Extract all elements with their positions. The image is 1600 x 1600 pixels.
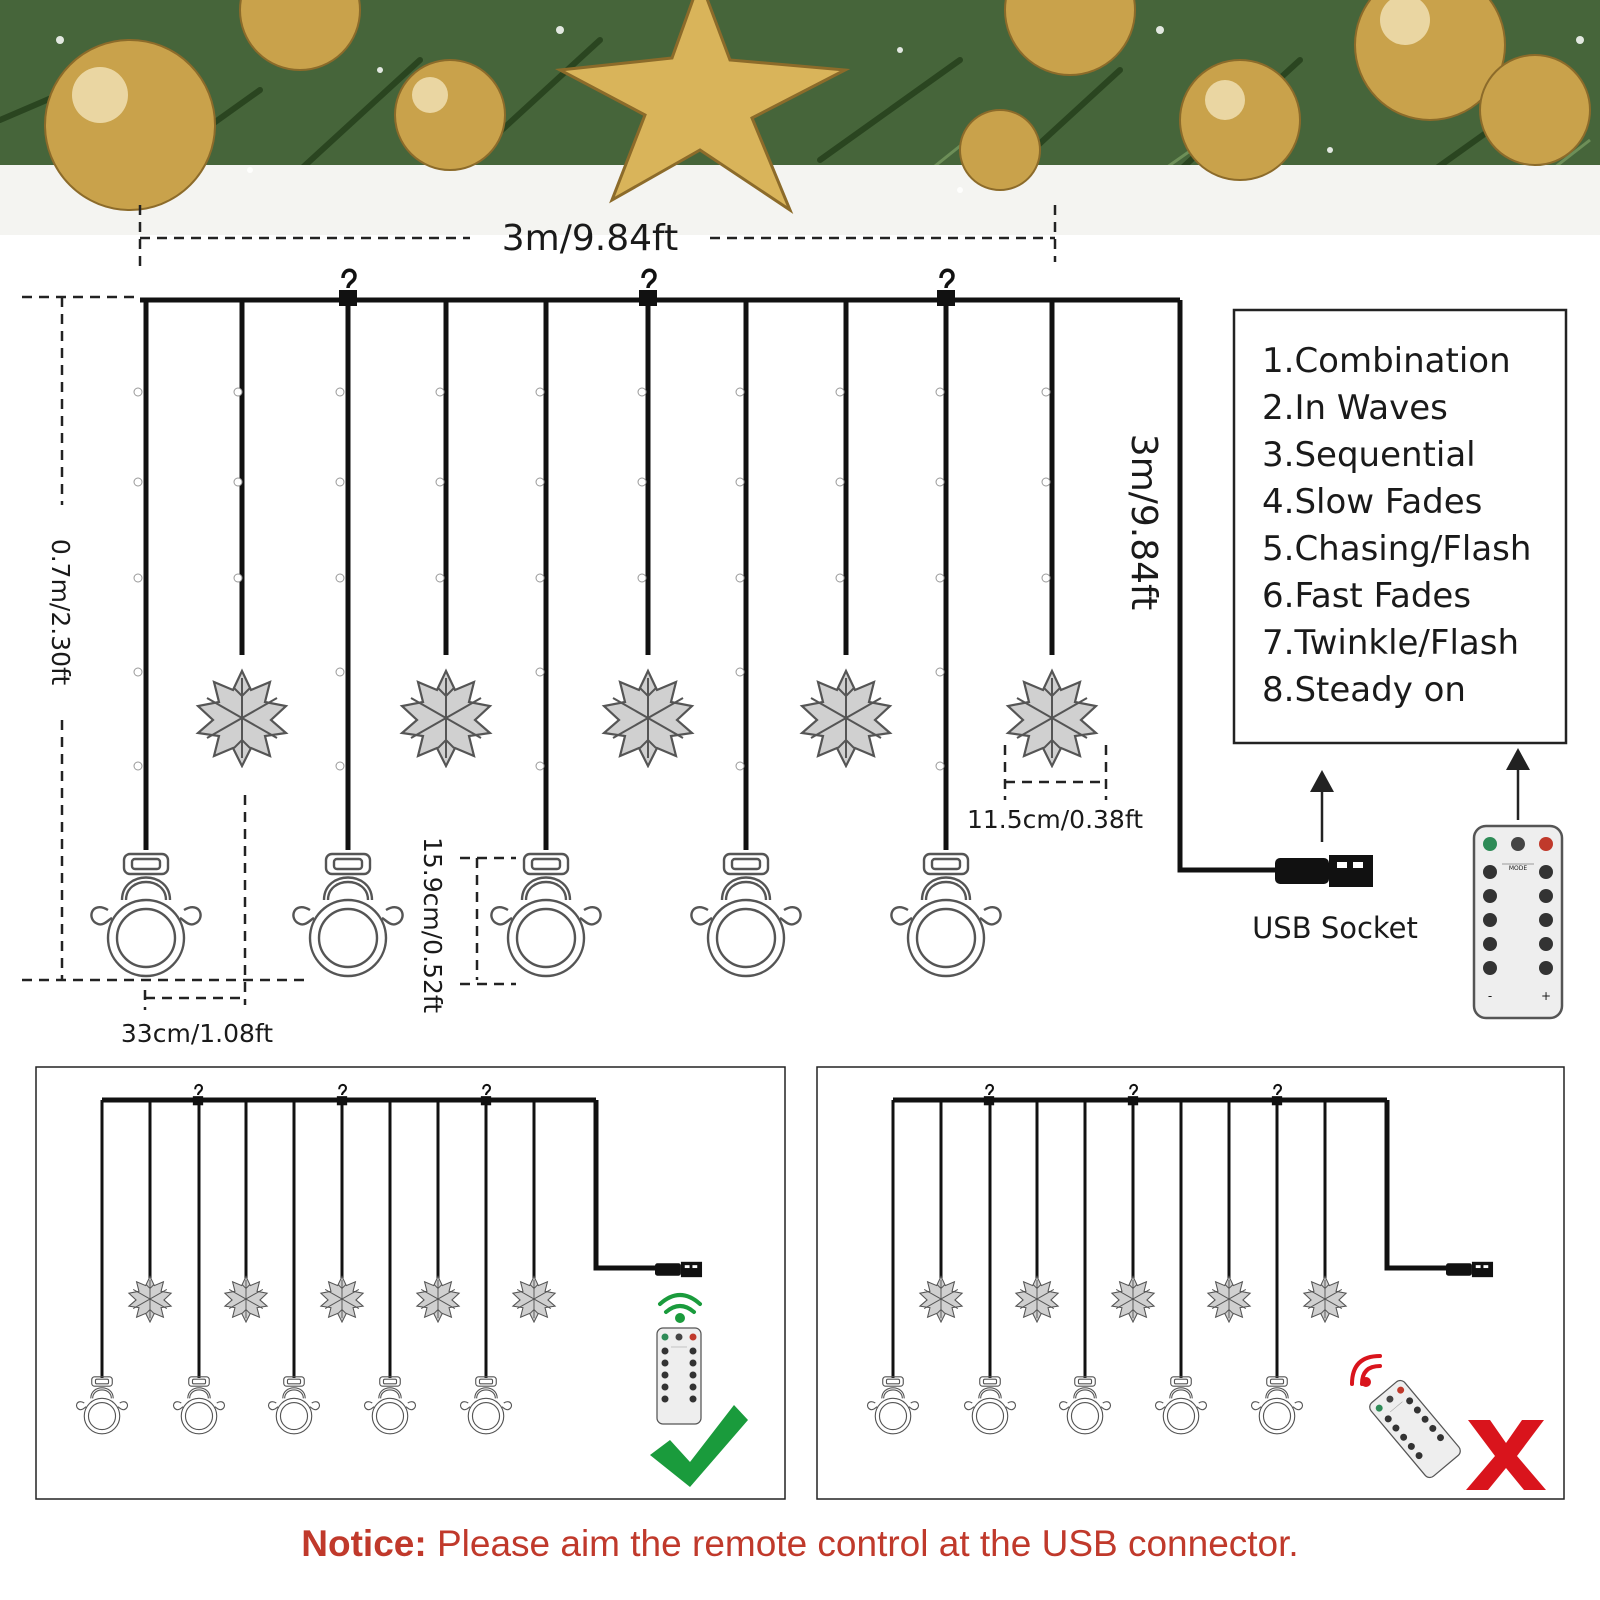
strands [143,300,1055,850]
spacing-dimension: 33cm/1.08ft [121,795,273,1048]
remote-control-icon [656,1327,702,1425]
christmas-decoration-banner [0,0,1600,235]
arrow-icon [1506,748,1530,820]
snowflake-icon [1006,669,1098,768]
hook-icon [337,268,359,308]
mode-8: 8.Steady on [1262,670,1466,710]
snowflake-width-label: 11.5cm/0.38ft [967,805,1143,834]
hook-icon [637,268,659,308]
snowman-icon [690,852,802,978]
snowflake-width-dimension: 11.5cm/0.38ft [967,745,1143,834]
snowman-icon [292,852,404,978]
mode-5: 5.Chasing/Flash [1262,529,1531,569]
modes-panel: 1.Combination 2.In Waves 3.Sequential 4.… [1232,308,1568,745]
cross-icon [1466,1420,1546,1490]
svg-text:+: + [1541,989,1551,1003]
usb-plug-icon [1446,1261,1494,1278]
led-beads [133,387,1051,771]
snowman-icon [90,852,202,978]
width-label: 3m/9.84ft [502,218,678,259]
svg-text:MODE: MODE [1509,865,1528,872]
mode-2: 2.In Waves [1262,388,1448,428]
snowman-icon [490,852,602,978]
star-ornament-icon [554,0,851,214]
hook-icon [935,268,957,308]
width-dimension: 3m/9.84ft [138,205,1057,270]
incorrect-usage-panel [816,1066,1565,1500]
snowman-height-dimension: 15.9cm/0.52ft [418,837,516,1013]
spacing-label: 33cm/1.08ft [121,1019,273,1048]
usb-plug-icon [655,1261,703,1278]
mode-6: 6.Fast Fades [1262,576,1471,616]
snowflake-icon [196,669,288,768]
mode-4: 4.Slow Fades [1262,482,1482,522]
wifi-signal-icon [1350,1354,1382,1387]
notice-text: Notice: Please aim the remote control at… [301,1523,1298,1564]
check-icon [650,1405,748,1487]
lead-cable-label: 3m/9.84ft [1123,434,1164,610]
wifi-signal-icon [658,1293,702,1323]
svg-text:-: - [1488,989,1492,1003]
usb-plug-icon [1275,855,1373,887]
snowman-height-label: 15.9cm/0.52ft [418,837,447,1013]
height-dimension: 0.7m/2.30ft [22,295,310,982]
snowman-icon [890,852,1002,978]
gold-ornaments [44,0,1591,211]
curtain-light-main [90,268,1373,978]
remote-control-icon: MODE - + [1472,824,1564,1020]
snowflake-icon [800,669,892,768]
height-label: 0.7m/2.30ft [46,539,75,686]
mode-7: 7.Twinkle/Flash [1262,623,1519,663]
arrow-icon [1310,770,1334,842]
mode-1: 1.Combination [1262,341,1511,381]
snowflake-icon [400,669,492,768]
usb-socket-label: USB Socket [1252,911,1418,945]
snowflake-icon [602,669,694,768]
mode-3: 3.Sequential [1262,435,1476,475]
correct-usage-panel [35,1066,786,1500]
